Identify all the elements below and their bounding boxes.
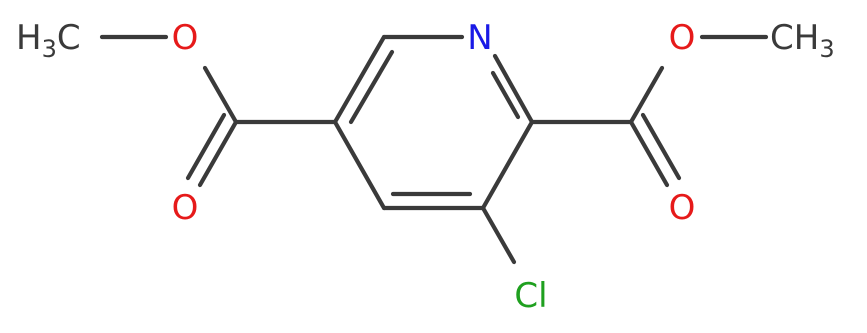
bond-c5-c4 (332, 34, 387, 125)
methyl-left-c: C (57, 18, 81, 58)
atom-o-ester-left: O (172, 18, 199, 58)
bond-c6-c5 (332, 119, 387, 211)
methyl-left-h: H (16, 18, 42, 58)
atom-n: N (467, 18, 492, 58)
bond-c1-cl (480, 205, 517, 265)
bond-carbonyl-o-double-left-a (197, 119, 239, 188)
bond-carbonyl-o-single-left (202, 65, 239, 125)
left-ester-bonds (99, 34, 338, 188)
methyl-right-subscript: 3 (819, 35, 834, 63)
bond-carbonyl-o-double-left-b (185, 112, 227, 181)
bond-carbonyl-o-double-right-a (628, 119, 670, 188)
atom-o-ester-right: O (669, 18, 696, 58)
right-ester-bonds (529, 34, 769, 188)
bond-c5-c4-inner (348, 49, 395, 125)
atom-methyl-right: CH3 (770, 18, 835, 63)
bond-c2-c1 (480, 119, 535, 211)
atom-cl: Cl (514, 276, 547, 316)
methyl-right-ch: CH (770, 18, 819, 58)
bond-n-c2-inner (490, 70, 521, 120)
atom-methyl-left: H3C (16, 18, 81, 63)
bond-carbonyl-o-single-right (628, 65, 665, 125)
atom-o-carbonyl-left: O (172, 188, 199, 228)
bond-carbonyl-o-double-right-b (640, 112, 682, 181)
methyl-left-subscript: 3 (42, 35, 57, 63)
bond-n-c2 (492, 53, 535, 125)
pyridine-ring (332, 34, 535, 211)
atom-o-carbonyl-right: O (669, 188, 696, 228)
